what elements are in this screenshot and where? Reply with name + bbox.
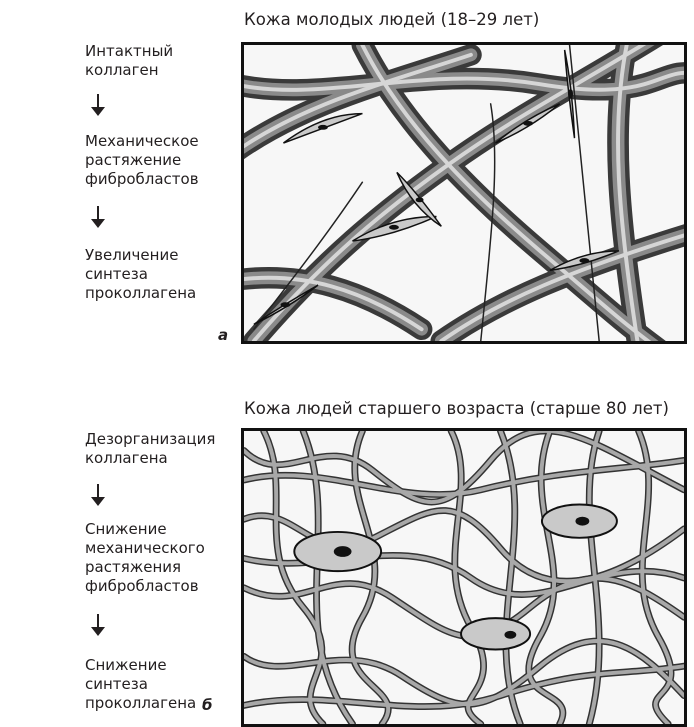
panel-b-step-2: Снижение механического растяжения фиброб… xyxy=(85,520,205,596)
panel-b-letter: б xyxy=(202,696,212,714)
down-arrow-icon xyxy=(91,94,105,116)
panel-a-letter: а xyxy=(218,326,228,344)
panel-a-title: Кожа молодых людей (18–29 лет) xyxy=(244,10,539,29)
down-arrow-icon xyxy=(91,206,105,228)
panel-b-step-3: Снижение синтеза проколлагена xyxy=(85,656,196,713)
panel-a-step-2: Механическое растяжение фибробластов xyxy=(85,132,199,189)
down-arrow-icon xyxy=(91,484,105,506)
young-skin-collagen-illustration xyxy=(241,42,687,344)
panel-a-step-1: Интактный коллаген xyxy=(85,42,173,80)
panel-b-title: Кожа людей старшего возраста (старше 80 … xyxy=(244,399,669,418)
panel-a-step-3: Увеличение синтеза проколлагена xyxy=(85,246,196,303)
aged-skin-collagen-illustration xyxy=(241,428,687,727)
down-arrow-icon xyxy=(91,614,105,636)
panel-b-step-1: Дезорганизация коллагена xyxy=(85,430,215,468)
